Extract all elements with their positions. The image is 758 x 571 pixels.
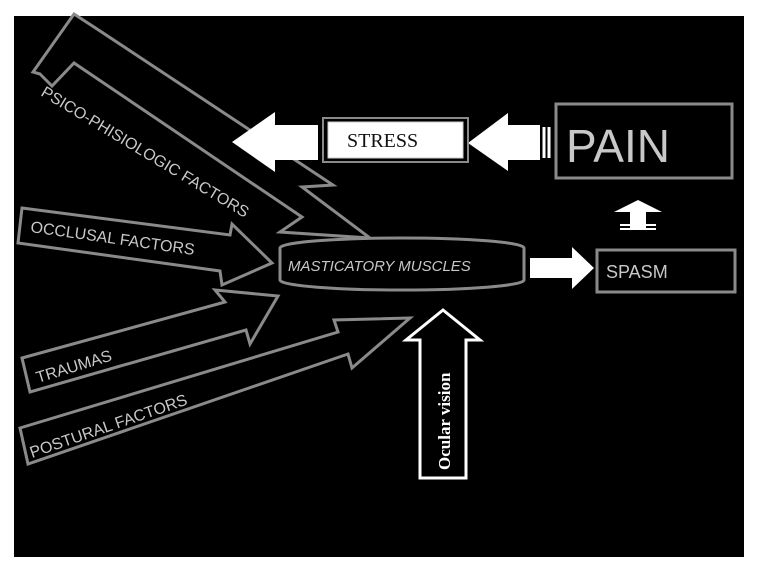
arrow-pain-to-stress: [468, 113, 551, 171]
stress-label: STRESS: [347, 130, 418, 152]
stress-box: [327, 121, 464, 159]
occlusal-arrow: [16, 206, 275, 288]
pain-label: PAIN: [566, 120, 670, 172]
arrow-spasm-to-pain: [614, 200, 662, 230]
spasm-label: SPASM: [606, 262, 668, 282]
pain-box: [554, 102, 734, 180]
spasm-box: [595, 248, 737, 294]
postural-arrow: [18, 316, 415, 466]
masticatory-muscles-node: [278, 236, 526, 292]
psico-phisiologic-arrow: [30, 11, 375, 240]
ocular-vision-label: Ocular vision: [435, 372, 454, 470]
arrow-stress-to-left: [232, 112, 318, 172]
traumas-arrow: [20, 288, 281, 394]
arrow-to-spasm: [530, 247, 594, 289]
masticatory-muscles-label: MASTICATORY MUSCLES: [288, 258, 471, 275]
ocular-vision-arrow: [401, 308, 485, 480]
